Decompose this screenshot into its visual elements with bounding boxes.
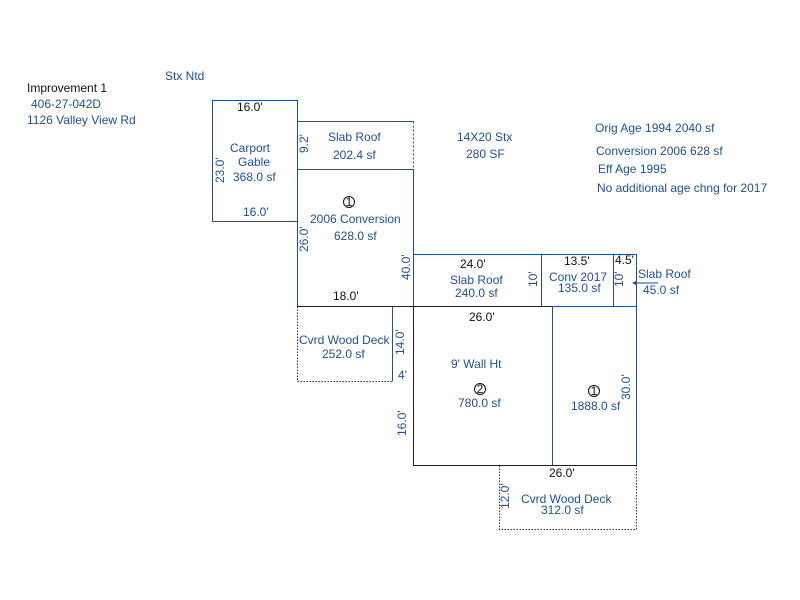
deck-left-area: 252.0 sf	[322, 347, 365, 361]
deck-left-side-dim: 14.0'	[393, 329, 407, 355]
arrow-head-icon	[632, 280, 637, 286]
address: 1126 Valley View Rd	[27, 113, 136, 127]
improvement-title: Improvement 1	[27, 81, 107, 95]
slab-top-name: Slab Roof	[328, 130, 381, 144]
conversion-right-dim: 40.0'	[399, 254, 413, 280]
carport-name-2: Gable	[238, 155, 270, 169]
main2-top-dim: 26.0'	[469, 310, 495, 324]
main1-marker: 1	[591, 384, 598, 398]
slab-right-top-dim: 4.5'	[615, 253, 634, 267]
carport-top-dim: 16.0'	[237, 100, 263, 114]
deck-bottom-area: 312.0 sf	[541, 503, 584, 517]
slab-mid-area: 240.0 sf	[455, 286, 498, 300]
carport-outline	[212, 100, 298, 222]
slab-mid-top-dim: 24.0'	[460, 257, 486, 271]
conversion-side-dim: 26.0'	[297, 226, 311, 252]
marker-circle-main1	[588, 385, 600, 397]
marker-circle-conversion	[343, 196, 355, 208]
deck-bottom-dashed	[499, 465, 637, 530]
deck-bottom-name: Cvrd Wood Deck	[521, 492, 612, 506]
conversion-area: 628.0 sf	[334, 229, 377, 243]
slab-mid-side-dim: 10'	[526, 271, 540, 287]
parcel-number: 406-27-042D	[31, 97, 101, 111]
conv2017-name: Conv 2017	[549, 270, 607, 284]
deck-left-dashed	[297, 306, 393, 382]
no-change-note: No additional age chng for 2017	[597, 181, 767, 195]
conv2017-side-dim: 10'	[612, 271, 626, 287]
orig-age-note: Orig Age 1994 2040 sf	[595, 121, 715, 135]
conversion-note: Conversion 2006 628 sf	[596, 144, 723, 158]
deck-left-name: Cvrd Wood Deck	[299, 333, 390, 347]
deck-bottom-top-dim: 26.0'	[549, 466, 575, 480]
slab-right-name: Slab Roof	[638, 267, 691, 281]
main2-name: 9' Wall Ht	[451, 357, 502, 371]
carport-area: 368.0 sf	[233, 170, 276, 184]
conv2017-area: 135.0 sf	[558, 281, 601, 295]
carport-name-1: Carport	[230, 141, 271, 155]
conversion-marker: 1	[346, 195, 353, 209]
conv2017-top-dim: 13.5'	[564, 254, 590, 268]
slab-right-area: 45.0 sf	[643, 283, 680, 297]
main1-area: 1888.0 sf	[571, 399, 621, 413]
main2-side-dim: 16.0'	[395, 410, 409, 436]
main2-area: 780.0 sf	[458, 396, 501, 410]
stx-area: 280 SF	[466, 147, 505, 161]
marker-circle-main2	[474, 383, 486, 395]
slab-top-dashed	[297, 121, 414, 170]
deck-left-small-dim: 4'	[398, 368, 407, 382]
slab-top-side-dim: 9.2'	[297, 134, 311, 153]
slab-top-area: 202.4 sf	[333, 148, 376, 162]
main2-marker: 2	[477, 382, 484, 396]
slab-mid-name: Slab Roof	[450, 273, 503, 287]
eff-age-note: Eff Age 1995	[598, 162, 667, 176]
conversion-name: 2006 Conversion	[310, 212, 401, 226]
carport-side-dim: 23.0'	[213, 157, 227, 183]
carport-bottom-dim: 16.0'	[243, 205, 269, 219]
deck-bottom-side-dim: 12.0'	[498, 483, 512, 509]
stx-label: 14X20 Stx	[457, 130, 512, 144]
stx-ntd-label: Stx Ntd	[165, 69, 204, 83]
main1-side-dim: 30.0'	[619, 374, 633, 400]
conversion-bottom-dim: 18.0'	[333, 289, 359, 303]
